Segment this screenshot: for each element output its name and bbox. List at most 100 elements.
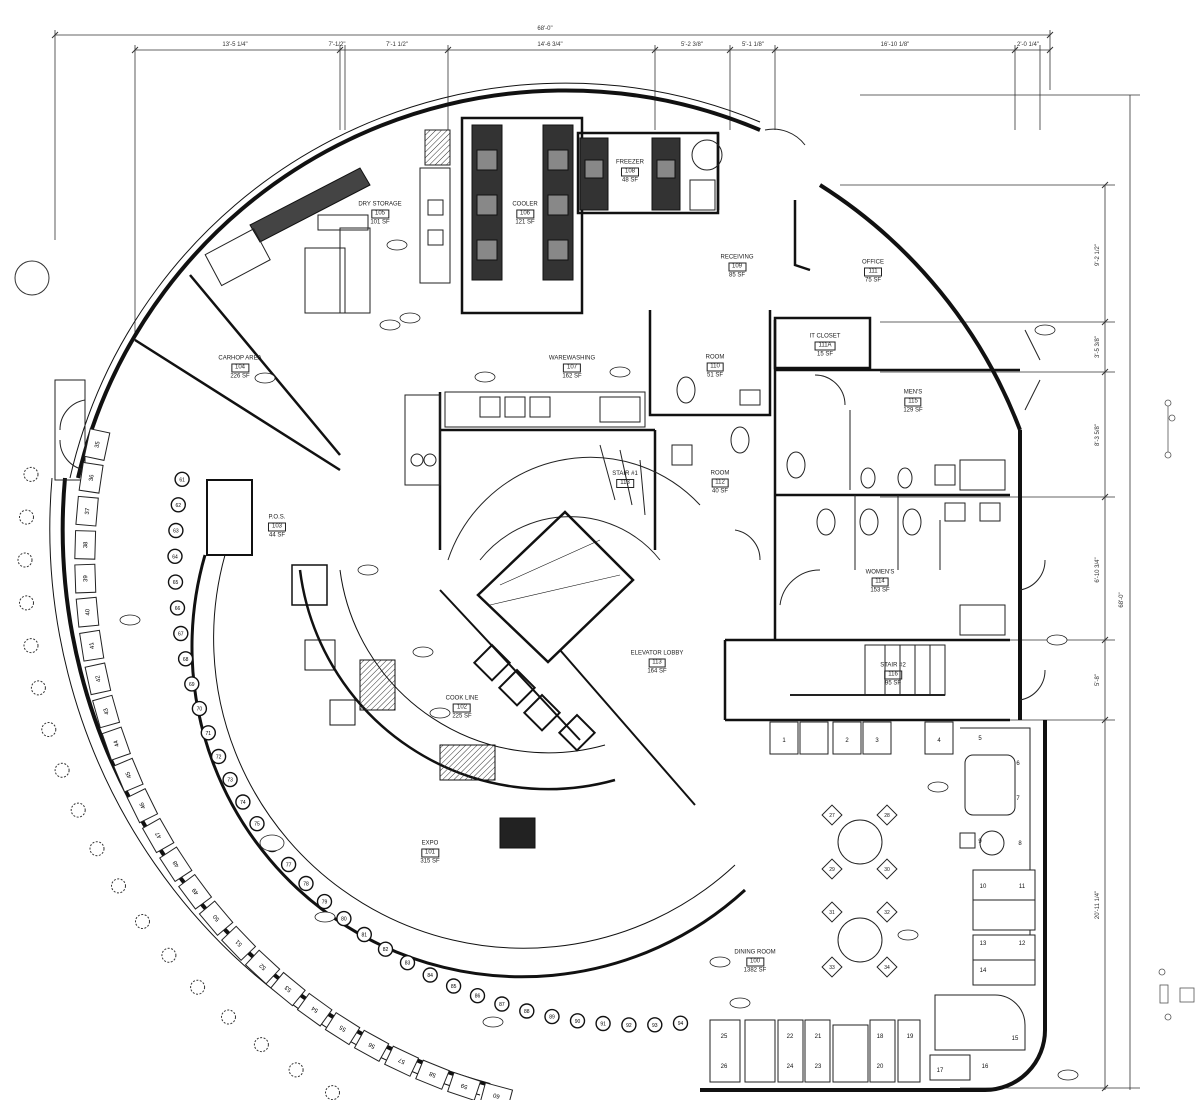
bar-stool — [235, 794, 251, 810]
bar-stool-number: 78 — [303, 882, 309, 888]
bar-stool-number: 62 — [176, 503, 182, 509]
stair-2 — [790, 644, 946, 696]
right-overall-dimension: 68'-0" — [1119, 592, 1125, 608]
bar-stool — [249, 816, 265, 832]
booth-seat: 60 — [479, 1082, 514, 1100]
svg-text:32: 32 — [884, 910, 890, 916]
patio-stool — [19, 595, 34, 611]
room-tag-room-112: Room11240 SF — [710, 470, 730, 495]
column-grid-marker — [14, 260, 50, 296]
dimension-segment: 5'-8" — [1095, 674, 1101, 686]
bar-stool-number: 85 — [451, 984, 457, 990]
svg-text:2: 2 — [845, 738, 849, 744]
bar-stool-number: 92 — [626, 1023, 632, 1029]
bar-stool — [316, 893, 333, 910]
booth-number: 39 — [83, 574, 89, 582]
table-labels: 27 28 29 30 31 32 33 34 — [829, 813, 890, 971]
bar-stool — [356, 926, 372, 943]
svg-text:5: 5 — [978, 736, 982, 742]
svg-text:24: 24 — [787, 1064, 794, 1070]
bar-stool — [167, 574, 184, 590]
svg-text:25: 25 — [721, 1034, 728, 1040]
bar-stool — [280, 856, 297, 873]
warewashing-counter — [404, 391, 646, 486]
booth-seat: 54 — [296, 992, 333, 1027]
svg-text:1: 1 — [782, 738, 786, 744]
booth-number: 48 — [172, 859, 181, 868]
patio-stool — [325, 1085, 340, 1100]
booth-seat: 52 — [244, 949, 281, 985]
svg-text:33: 33 — [829, 965, 835, 971]
bar-stool — [170, 497, 187, 513]
booth-seat: 47 — [141, 817, 175, 854]
bar-stool — [169, 600, 186, 616]
cooler-shelves — [471, 124, 681, 281]
bar-stool — [595, 1015, 611, 1032]
patio-stool — [41, 722, 57, 737]
dimension-ticks — [51, 31, 1109, 1092]
booth-seat: 35 — [83, 428, 111, 461]
bar-stool-number: 81 — [362, 933, 368, 939]
dimension-segment: 2'-0 1/4" — [1017, 42, 1039, 48]
bar-stool-number: 74 — [240, 800, 246, 806]
svg-text:18: 18 — [877, 1034, 884, 1040]
dimension-segment: 3'-5 3/8" — [1095, 336, 1101, 358]
booth-number: 41 — [89, 641, 96, 649]
booth-number: 43 — [103, 707, 111, 716]
bar-stool-number: 61 — [179, 477, 185, 483]
booth-seat: 56 — [353, 1029, 390, 1063]
booth-number: 49 — [191, 886, 200, 895]
overall-width-dimension: 68'-0" — [537, 26, 553, 32]
carhop-window — [204, 228, 271, 287]
bar-stool — [184, 676, 200, 692]
booth-seat: 48 — [159, 846, 193, 883]
right-booths — [709, 721, 1036, 1083]
svg-text:26: 26 — [721, 1064, 728, 1070]
bar-stool-number: 79 — [322, 900, 328, 906]
bar-stool — [377, 941, 394, 957]
dimension-segment: 20'-11 1/4" — [1095, 890, 1101, 920]
entry-doors — [54, 128, 1046, 701]
bar-stool-number: 75 — [254, 822, 260, 828]
booth-number: 46 — [139, 800, 148, 809]
patio-stool — [30, 680, 46, 696]
bar-stool-number: 72 — [216, 755, 222, 761]
booth-number: 37 — [85, 507, 92, 515]
bar-stool — [569, 1013, 586, 1029]
bar-stool — [544, 1008, 560, 1025]
booth-number: 42 — [95, 674, 102, 682]
svg-text:28: 28 — [884, 813, 890, 819]
bar-stool — [422, 967, 438, 983]
dimension-segment: 7'-1 1/2" — [386, 42, 408, 48]
front-counter — [190, 479, 747, 979]
dining-tables — [821, 804, 1005, 978]
bar-stool-number: 84 — [427, 973, 433, 979]
dimension-lines — [54, 30, 1140, 1090]
bar-stool — [519, 1003, 535, 1019]
room-tag-room-110: Room11051 SF — [705, 354, 725, 379]
dimension-segment: 5'-2 3/8" — [681, 42, 703, 48]
patio-stool — [17, 552, 33, 568]
booth-seat: 55 — [324, 1011, 361, 1046]
booth-seat: 38 — [74, 530, 97, 560]
booth-number: 55 — [338, 1023, 347, 1032]
bar-stool — [336, 910, 352, 927]
booth-seat: 57 — [383, 1045, 420, 1077]
bar-stool-number: 87 — [499, 1002, 505, 1008]
patio-stool — [190, 979, 206, 995]
stair-1 — [447, 444, 701, 561]
bar-stool — [647, 1017, 663, 1033]
svg-text:8: 8 — [1018, 841, 1022, 847]
bar-stool-number: 89 — [549, 1015, 555, 1021]
restroom-fixtures — [671, 374, 1006, 636]
kitchen-hatched-wall — [249, 167, 371, 243]
svg-text:11: 11 — [1019, 884, 1026, 890]
bar-stool-number: 68 — [183, 657, 189, 663]
bar-stool — [168, 522, 184, 539]
mop-sink — [689, 179, 716, 211]
